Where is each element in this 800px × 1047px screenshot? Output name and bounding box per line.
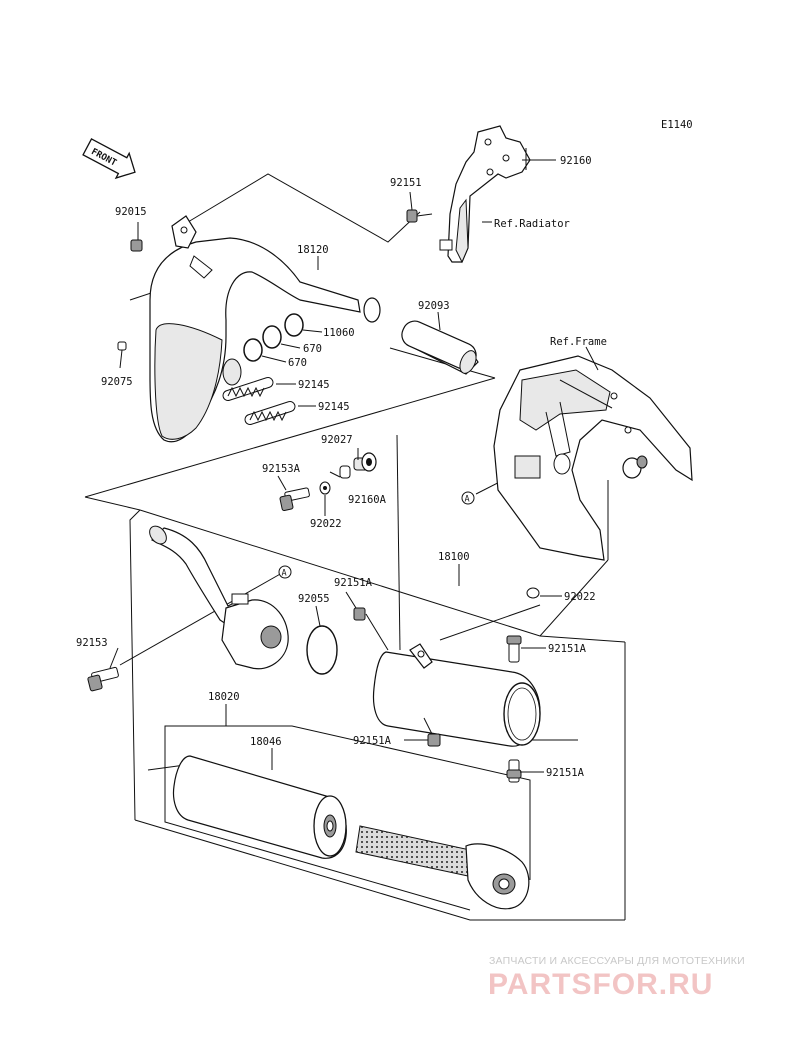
label-92153A: 92153A	[262, 463, 301, 475]
label-670-b: 670	[288, 357, 307, 369]
label-92015: 92015	[115, 206, 147, 218]
label-92151A-d: 92151A	[546, 767, 585, 779]
watermark-tagline: ЗАПЧАСТИ И АКСЕССУАРЫ ДЛЯ МОТОТЕХНИКИ	[489, 955, 745, 967]
label-18120: 18120	[297, 244, 329, 256]
label-92153: 92153	[76, 637, 108, 649]
mount-hardware	[279, 448, 377, 516]
svg-text:A: A	[465, 495, 470, 505]
ref-radiator-label: Ref.Radiator	[494, 218, 570, 230]
diagram-code: E1140	[661, 119, 693, 131]
head-pipe	[87, 525, 338, 692]
label-92145-a: 92145	[298, 379, 330, 391]
springs-92145	[222, 377, 316, 425]
damper-92075	[117, 341, 127, 351]
muffler-body	[353, 587, 541, 783]
label-670-a: 670	[303, 343, 322, 355]
watermark-brand: PARTSFOR.RU	[488, 968, 713, 1001]
label-92022-b: 92022	[564, 591, 596, 603]
svg-text:A: A	[282, 569, 287, 579]
label-92027: 92027	[321, 434, 353, 446]
frame-section	[493, 346, 693, 561]
radiator-bracket	[439, 125, 531, 264]
label-92145-b: 92145	[318, 401, 350, 413]
o-rings	[222, 313, 323, 386]
label-92151: 92151	[390, 177, 422, 189]
part-number-labels: E1140 92015 18120 92075 92093 11060 670 …	[76, 119, 693, 779]
callout-marker-a-upper: A	[461, 491, 475, 505]
label-92075: 92075	[101, 376, 133, 388]
label-92022-a: 92022	[310, 518, 342, 530]
label-92151A-b: 92151A	[548, 643, 587, 655]
front-direction-arrow: FRONT	[82, 138, 136, 180]
label-92160A: 92160A	[348, 494, 387, 506]
label-92151A-a: 92151A	[334, 577, 373, 589]
tube-92093	[401, 320, 479, 375]
label-92055: 92055	[298, 593, 330, 605]
label-92093: 92093	[418, 300, 450, 312]
label-18020: 18020	[208, 691, 240, 703]
label-18046: 18046	[250, 736, 282, 748]
label-18100: 18100	[438, 551, 470, 563]
ref-frame-label: Ref.Frame	[550, 336, 607, 348]
callout-marker-a-lower: A	[278, 565, 292, 579]
label-11060: 11060	[323, 327, 355, 339]
label-92160: 92160	[560, 155, 592, 167]
watermark: ЗАПЧАСТИ И АКСЕССУАРЫ ДЛЯ МОТОТЕХНИКИ PA…	[488, 955, 745, 1001]
guide-lines	[84, 173, 626, 921]
silencer	[172, 755, 530, 910]
expansion-chamber	[149, 215, 381, 443]
label-92151A-c: 92151A	[353, 735, 392, 747]
nut-92015	[130, 239, 143, 252]
label-leaders	[109, 148, 562, 773]
